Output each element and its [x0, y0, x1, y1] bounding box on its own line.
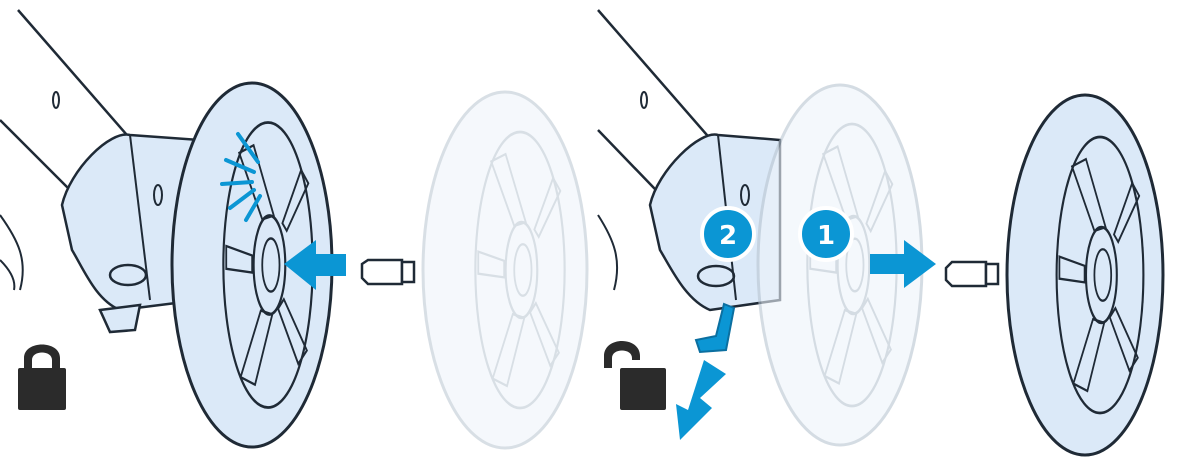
panel-attach	[0, 0, 587, 448]
axle-pin	[362, 260, 414, 284]
step-badge-2: 2	[702, 208, 754, 260]
wheel-faded	[423, 92, 587, 448]
wheel-detached	[1007, 95, 1163, 455]
unlocked-padlock-icon	[604, 341, 666, 410]
step-badge-1: 1	[800, 208, 852, 260]
release-lever	[696, 304, 734, 352]
axle-pin-2	[946, 262, 998, 286]
panel-detach: 2 1	[598, 10, 1163, 455]
locked-padlock-icon	[18, 345, 66, 411]
step-number-2: 2	[719, 221, 737, 251]
step-number-1: 1	[817, 221, 835, 251]
press-down-arrow-icon	[676, 360, 726, 440]
